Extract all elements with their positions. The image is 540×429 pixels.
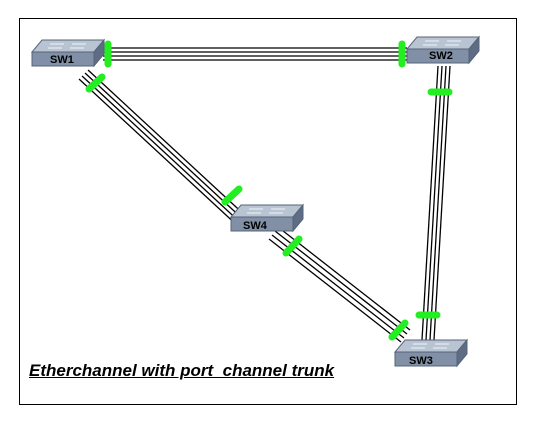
port-indicator-sw3-to-sw4: [388, 319, 409, 341]
switch-sw2[interactable]: SW2: [405, 35, 481, 65]
port-indicators: [85, 40, 453, 341]
switch-label-sw3: SW3: [409, 355, 433, 367]
switch-sw4[interactable]: SW4: [229, 203, 305, 233]
switch-sw3[interactable]: SW3: [393, 338, 469, 368]
switch-label-sw2: SW2: [429, 50, 453, 62]
port-indicator-sw4-to-sw1: [221, 185, 243, 206]
network-switch-icon: [393, 339, 469, 353]
link-sw1-sw4: [78, 69, 250, 229]
network-switch-icon: [30, 39, 106, 53]
network-switch-icon: [405, 36, 481, 50]
link-sw2-sw3: [421, 65, 451, 341]
diagram-caption: Etherchannel with port channel trunk: [29, 361, 335, 380]
switch-sw1[interactable]: SW1: [30, 38, 106, 68]
port-indicator-sw1-to-sw4: [85, 73, 106, 93]
port-indicator-sw4-to-sw3: [282, 235, 303, 257]
switch-label-sw4: SW4: [243, 220, 268, 232]
link-sw4-sw3: [268, 226, 411, 343]
diagram-frame: [19, 18, 517, 405]
switch-label-sw1: SW1: [50, 54, 74, 66]
link-sw1-sw2: [103, 47, 407, 61]
network-switch-icon: [229, 204, 305, 218]
